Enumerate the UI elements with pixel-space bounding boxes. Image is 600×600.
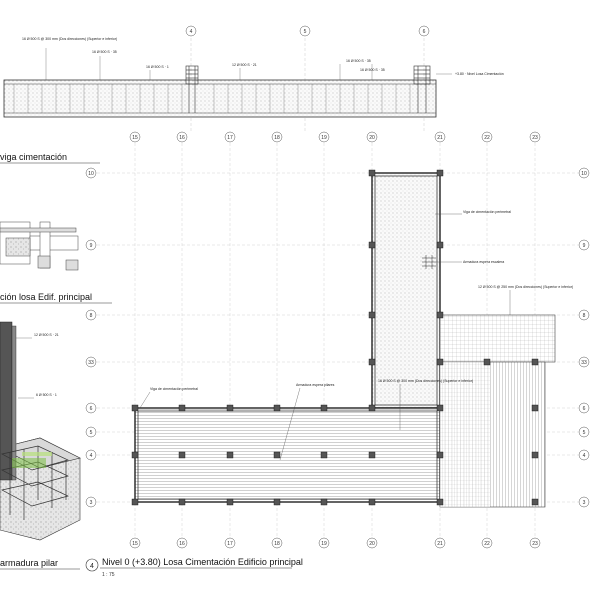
grid-right-6: 6 <box>583 406 586 412</box>
beam-note-rebar-b: 16 Ø 500 S · 1 <box>146 65 169 69</box>
grid-bottom-20: 20 <box>369 541 375 547</box>
plan-grid-bottom: 15 16 17 18 19 20 21 22 23 <box>129 537 541 549</box>
plan-view-title: Nivel 0 (+3.80) Losa Cimentación Edifici… <box>102 557 303 567</box>
beam-body <box>3 79 437 118</box>
beam-rebar-leaders <box>45 48 452 80</box>
plan-note-rebar-2: 16 Ø 500 S @ 300 mm (Dos direcciones) (S… <box>378 379 473 383</box>
grid-top-18: 18 <box>274 135 280 141</box>
grid-bottom-22: 22 <box>484 541 490 547</box>
grid-right-10: 10 <box>581 171 587 177</box>
grid-top-19: 19 <box>321 135 327 141</box>
plan-north-wing <box>371 172 441 409</box>
grid-right-3: 3 <box>583 500 586 506</box>
pillar-view-title: armadura pilar <box>0 558 58 568</box>
plan-east-annex-upper <box>439 314 556 363</box>
grid-right-33: 33 <box>581 360 587 366</box>
beam-grid-label-4: 4 <box>190 29 193 35</box>
grid-bottom-16: 16 <box>179 541 185 547</box>
foundation-plan: Viga de cimentación perimetral Armadura … <box>131 169 573 508</box>
grid-left-9: 9 <box>90 243 93 249</box>
grid-bottom-15: 15 <box>132 541 138 547</box>
pillar-note-rebar-top: 12 Ø 500 S · 21 <box>34 333 59 337</box>
grid-top-23: 23 <box>532 135 538 141</box>
grid-bottom-23: 23 <box>532 541 538 547</box>
grid-top-16: 16 <box>179 135 185 141</box>
grid-bottom-18: 18 <box>274 541 280 547</box>
grid-right-5: 5 <box>583 430 586 436</box>
beam-note-rebar-e: 16 Ø 500 S · 35 <box>360 68 385 72</box>
column-markers <box>131 169 539 506</box>
beam-column-starters <box>185 65 431 113</box>
beam-note-rebar-a: 16 Ø 500 S · 35 <box>92 50 117 54</box>
stair-starter-bars <box>422 255 436 269</box>
grid-top-21: 21 <box>437 135 443 141</box>
grid-right-8: 8 <box>583 313 586 319</box>
plan-note-waiting-1: Armadura espera escalera <box>463 260 504 264</box>
pillar-leaders <box>16 337 34 399</box>
plan-grid-rows: 10 9 8 33 6 5 4 3 10 9 8 33 6 5 4 3 <box>85 167 590 508</box>
slab-detail-title: ción losa Edif. principal <box>0 292 92 302</box>
grid-bottom-19: 19 <box>321 541 327 547</box>
plan-note-rebar-1: 12 Ø 500 S @ 250 mm (Dos direcciones) (S… <box>478 285 573 289</box>
grid-top-20: 20 <box>369 135 375 141</box>
grid-right-9: 9 <box>583 243 586 249</box>
plan-main-slab <box>134 407 441 503</box>
grid-left-10: 10 <box>88 171 94 177</box>
grid-top-17: 17 <box>227 135 233 141</box>
grid-right-4: 4 <box>583 453 586 459</box>
beam-view: 4 5 6 <box>0 25 504 164</box>
grid-bottom-17: 17 <box>227 541 233 547</box>
grid-top-22: 22 <box>484 135 490 141</box>
grid-left-5: 5 <box>90 430 93 436</box>
beam-note-rebar-c: 12 Ø 500 S · 21 <box>232 63 257 67</box>
beam-grid-label-5: 5 <box>304 29 307 35</box>
plan-note-waiting-2: Armadura espera pilares <box>296 383 335 387</box>
beam-note-rebar-d: 16 Ø 500 S · 35 <box>346 59 371 63</box>
plan-view-scale: 1 : 75 <box>102 572 115 578</box>
plan-note-perimeter-1: Viga de cimentación perimetral <box>463 210 511 214</box>
beam-note-level: +3.80 · Nivel Losa Cimentación <box>455 72 504 76</box>
plan-leaders <box>139 213 511 461</box>
beam-grid-label-6: 6 <box>423 29 426 35</box>
beam-view-title: viga cimentación <box>0 152 67 162</box>
pillar-3d-view: 12 Ø 500 S · 21 6 Ø 500 S · 1 armadura p… <box>0 321 81 570</box>
pillar-note-rebar-side: 6 Ø 500 S · 1 <box>36 393 57 397</box>
beam-stirrups <box>13 84 411 113</box>
grid-left-8: 8 <box>90 313 93 319</box>
slab-detail-view: ción losa Edif. principal <box>0 221 112 304</box>
grid-left-33: 33 <box>88 360 94 366</box>
grid-left-3: 3 <box>90 500 93 506</box>
beam-grid-bubbles <box>185 25 430 37</box>
grid-top-15: 15 <box>132 135 138 141</box>
plan-view-number: 4 <box>90 563 94 570</box>
grid-bottom-21: 21 <box>437 541 443 547</box>
beam-note-top-left: 16 Ø 500 S @ 300 mm (Dos direcciones) (S… <box>22 37 117 41</box>
plan-grid-top: 15 16 17 18 19 20 21 22 23 <box>129 131 541 143</box>
grid-left-4: 4 <box>90 453 93 459</box>
plan-note-perimeter-2: Viga de cimentación perimetral <box>150 387 198 391</box>
plan-title-block: 4 Nivel 0 (+3.80) Losa Cimentación Edifi… <box>85 557 303 578</box>
grid-left-6: 6 <box>90 406 93 412</box>
